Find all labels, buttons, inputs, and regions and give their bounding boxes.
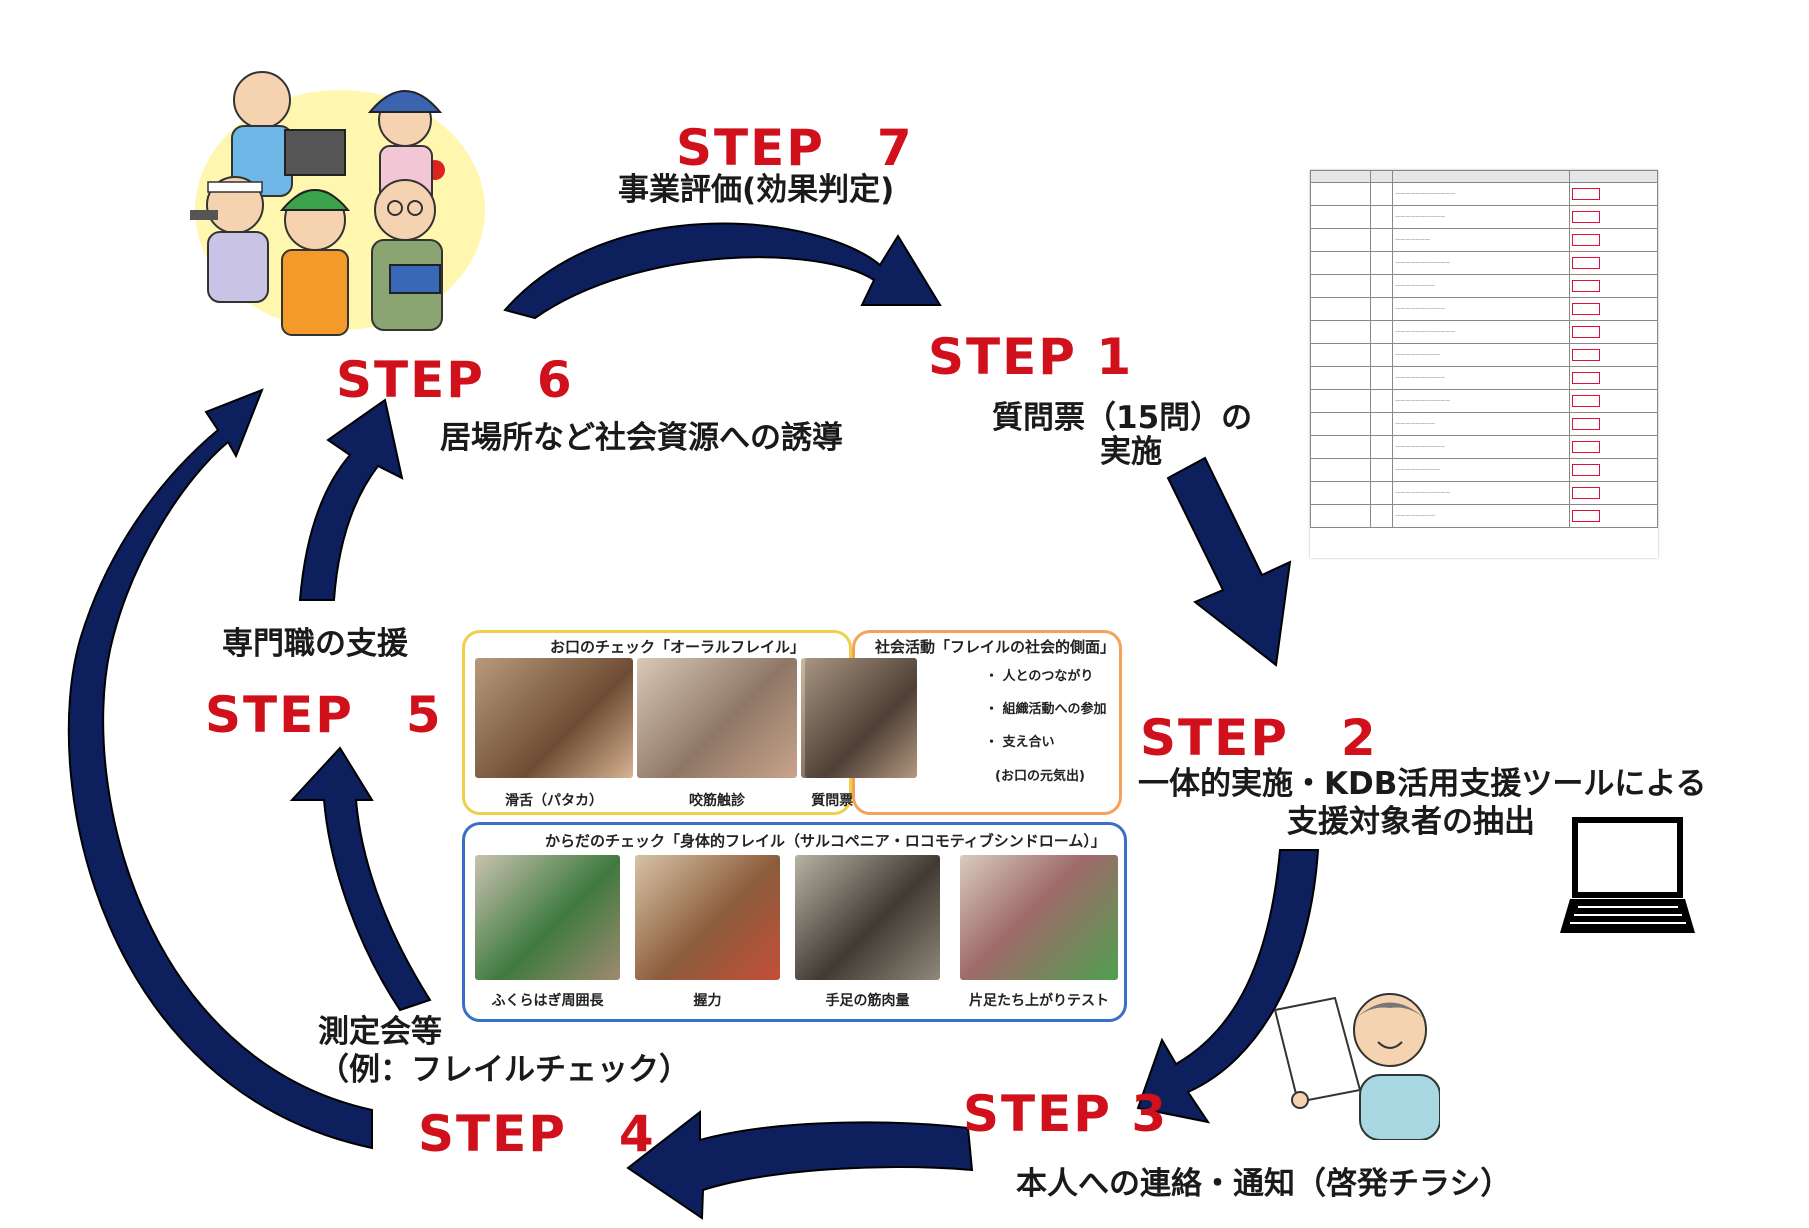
social-bullet-3: 支え合い bbox=[1002, 735, 1055, 750]
body-frailty-panel: からだのチェック「身体的フレイル（サルコペニア・ロコモティブシンドローム）」 ふ… bbox=[462, 822, 1127, 1022]
oral-caption-1: 滑舌（パタカ） bbox=[505, 793, 603, 809]
community-people-illustration bbox=[190, 71, 485, 336]
body-photo-standup bbox=[960, 855, 1118, 980]
body-panel-title: からだのチェック「身体的フレイル（サルコペニア・ロコモティブシンドローム）」 bbox=[545, 832, 1106, 850]
arrow-step7-to-step1 bbox=[503, 222, 942, 320]
person-with-flyer-illustration bbox=[1273, 993, 1440, 1140]
step4-desc-line1: 測定会等 bbox=[318, 1014, 442, 1050]
oral-frailty-panel: お口のチェック「オーラルフレイル」 滑舌（パタカ） 咬筋触診 質問票による健康チ… bbox=[462, 630, 979, 815]
oral-caption-2: 咬筋触診 bbox=[689, 793, 745, 809]
arrow-step3-to-step4 bbox=[626, 1109, 974, 1220]
step1-desc-line1: 質問票（15問）の bbox=[992, 400, 1253, 436]
step1-label: STEP 1 bbox=[928, 328, 1134, 386]
body-caption-1: ふくらはぎ周囲長 bbox=[491, 993, 604, 1009]
step3-label: STEP 3 bbox=[963, 1085, 1169, 1143]
step2-desc-line1: 一体的実施・KDB活用支援ツールによる bbox=[1138, 766, 1707, 802]
social-panel-title: 社会活動「フレイルの社会的側面」 bbox=[875, 638, 1116, 656]
step7-desc: 事業評価(効果判定) bbox=[618, 172, 895, 208]
questionnaire-sheet: ———————————— —————————— ——————— ————————… bbox=[1310, 170, 1659, 558]
arrow-step2-to-step3 bbox=[1136, 849, 1320, 1124]
step4-desc-line2: （例：フレイルチェック） bbox=[318, 1052, 690, 1088]
step4-label: STEP 4 bbox=[418, 1105, 656, 1163]
step2-label: STEP 2 bbox=[1140, 709, 1378, 767]
oral-photo-jaw-palpation bbox=[637, 658, 797, 778]
social-bullet-2: 組織活動への参加 bbox=[1002, 702, 1107, 717]
step7-label: STEP 7 bbox=[676, 119, 914, 177]
step6-label: STEP 6 bbox=[336, 351, 574, 409]
laptop-icon bbox=[1560, 817, 1695, 933]
step2-desc-line2: 支援対象者の抽出 bbox=[1287, 804, 1535, 840]
social-photo bbox=[805, 658, 917, 778]
step5-desc: 専門職の支援 bbox=[222, 626, 408, 662]
body-photo-grip bbox=[635, 855, 780, 980]
body-caption-2: 握力 bbox=[693, 993, 722, 1009]
social-note: (お口の元気出) bbox=[995, 769, 1085, 784]
step6-desc: 居場所など社会資源への誘導 bbox=[440, 420, 843, 456]
arrow-step1-to-step2 bbox=[1166, 456, 1292, 667]
oral-photo-tongue-twister bbox=[475, 658, 633, 778]
social-bullet-1: 人とのつながり bbox=[1002, 669, 1094, 684]
step1-desc-line2: 実施 bbox=[1100, 434, 1162, 470]
step3-desc: 本人への連絡・通知（啓発チラシ） bbox=[1016, 1166, 1512, 1202]
social-activity-panel: 社会活動「フレイルの社会的側面」 ・ 人とのつながり ・ 組織活動への参加 ・ … bbox=[805, 630, 1122, 815]
step5-label: STEP 5 bbox=[205, 686, 443, 744]
body-caption-3: 手足の筋肉量 bbox=[825, 993, 910, 1009]
body-caption-4: 片足たち上がりテスト bbox=[969, 993, 1109, 1009]
body-photo-muscle bbox=[795, 855, 940, 980]
oral-panel-title: お口のチェック「オーラルフレイル」 bbox=[550, 638, 806, 656]
arrow-step4-to-step6-outer bbox=[67, 388, 373, 1150]
arrow-step5-to-step6 bbox=[298, 398, 404, 601]
arrow-step4-to-step5 bbox=[289, 746, 432, 1012]
body-photo-calf bbox=[475, 855, 620, 980]
